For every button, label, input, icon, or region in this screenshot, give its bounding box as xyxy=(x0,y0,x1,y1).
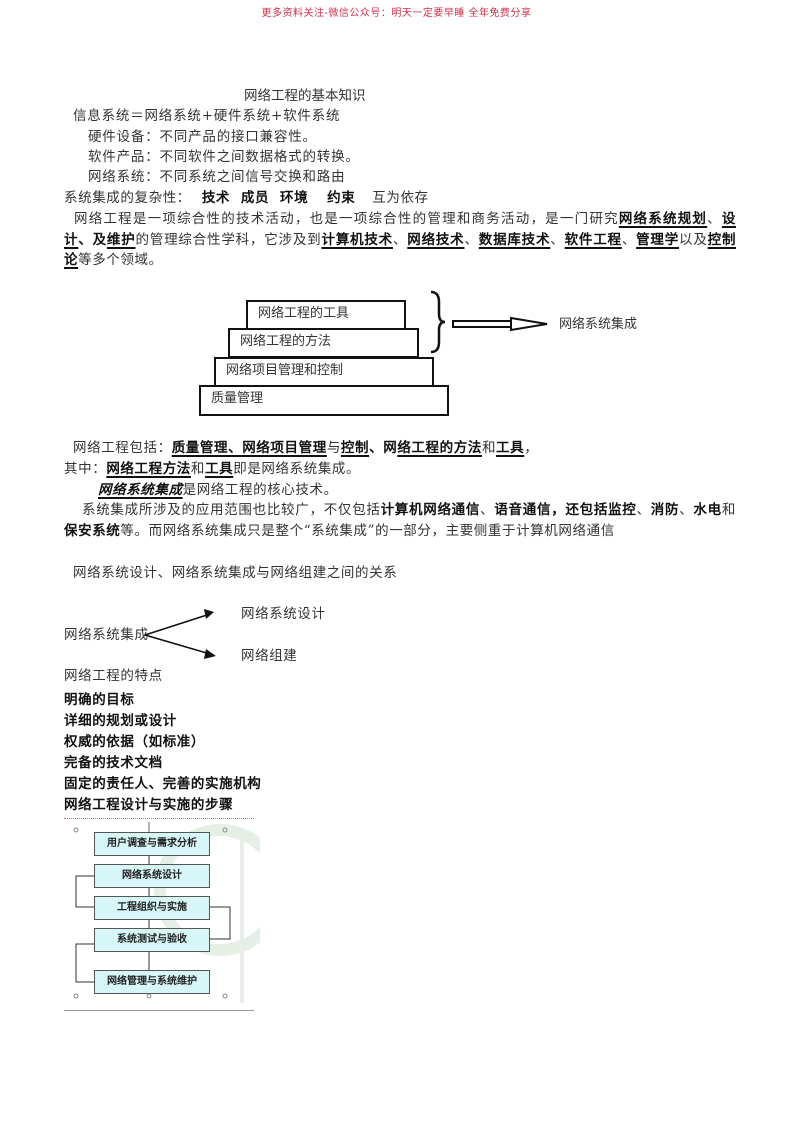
feature-item: 完备的技术文档 xyxy=(64,755,163,771)
flow-step-maintenance: 网络管理与系统维护 xyxy=(94,970,210,994)
relation-title: 网络系统设计、网络系统集成与网络组建之间的关系 xyxy=(73,565,398,581)
scope-paragraph: 系统集成所涉及的应用范围也比较广，不仅包括计算机网络通信、语音通信，还包括监控、… xyxy=(64,502,736,539)
formula-line: 信息系统＝网络系统+硬件系统+软件系统 xyxy=(73,108,341,124)
features-title: 网络工程的特点 xyxy=(64,668,163,684)
dotted-separator xyxy=(64,818,254,819)
keyword: 维护 xyxy=(106,231,136,248)
relation-target-design: 网络系统设计 xyxy=(241,606,326,622)
pyramid-layer-tools: 网络工程的工具 xyxy=(246,300,406,330)
flow-step-requirements: 用户调查与需求分析 xyxy=(94,832,210,856)
flow-step-implementation: 工程组织与实施 xyxy=(94,896,210,920)
complexity-item: 技术 xyxy=(201,190,231,206)
keyword: 数据库技术 xyxy=(478,231,551,248)
keyword: 软件工程 xyxy=(564,231,622,248)
keyword: 质量管理、网络项目管理 xyxy=(171,440,327,456)
branch-arrows-icon xyxy=(144,609,216,659)
network-line: 网络系统：不同系统之间信号交换和路由 xyxy=(88,169,346,185)
among-line: 其中：网络工程方法和工具即是网络系统集成。 xyxy=(64,461,361,477)
definition-paragraph: 网络工程是一项综合性的技术活动，也是一项综合性的管理和商务活动，是一门研究网络系… xyxy=(64,211,737,269)
keyword: 网络系统规划 xyxy=(618,211,708,227)
relation-target-build: 网络组建 xyxy=(241,648,298,664)
complexity-item: 成员 xyxy=(240,190,270,206)
complexity-label: 系统集成的复杂性： xyxy=(64,190,191,206)
keyword: 网络工程方法 xyxy=(106,461,191,477)
flowchart-bottom-line xyxy=(64,1010,254,1011)
flow-step-design: 网络系统设计 xyxy=(94,864,210,888)
includes-line: 网络工程包括：质量管理、网络项目管理与控制、网络工程的方法和工具， xyxy=(73,440,539,456)
flowchart-connectors-icon xyxy=(73,822,260,1003)
brace-arrow-icon xyxy=(430,290,548,354)
feature-item: 明确的目标 xyxy=(64,692,135,708)
keyword: 工具 xyxy=(496,440,525,456)
core-line: 网络系统集成是网络工程的核心技术。 xyxy=(98,482,338,498)
complexity-item: 约束 xyxy=(327,190,356,206)
keyword: 工具 xyxy=(205,461,234,477)
flow-step-testing: 系统测试与验收 xyxy=(94,928,210,952)
header-note: 更多资料关注-微信公众号：明天一定要早睡 全年免费分享 xyxy=(261,8,532,19)
keyword: 设计 xyxy=(64,211,737,248)
keyword: 网络系统集成 xyxy=(98,482,183,498)
complexity-line: 系统集成的复杂性： 技术 成员 环境 约束 互为依存 xyxy=(64,188,429,208)
keyword: 络工程的方法 xyxy=(397,440,482,456)
pyramid-layer-project-mgmt: 网络项目管理和控制 xyxy=(214,357,434,387)
keyword: 计算机技术 xyxy=(321,231,393,248)
relation-source: 网络系统集成 xyxy=(64,627,149,643)
keyword: 网络技术 xyxy=(407,231,465,248)
software-line: 软件产品：不同软件之间数据格式的转换。 xyxy=(88,149,360,165)
feature-item: 固定的责任人、完善的实施机构 xyxy=(64,776,262,792)
page-title: 网络工程的基本知识 xyxy=(244,88,366,104)
complexity-item: 环境 xyxy=(280,190,309,206)
keyword: 控制 xyxy=(340,440,370,456)
pyramid-layer-methods: 网络工程的方法 xyxy=(228,328,419,358)
feature-item: 网络工程设计与实施的步骤 xyxy=(64,797,234,813)
pyramid-result: 网络系统集成 xyxy=(559,317,638,332)
feature-item: 权威的依据（如标准） xyxy=(64,734,205,750)
keyword: 控制论 xyxy=(64,231,737,269)
feature-item: 详细的规划或设计 xyxy=(64,713,177,729)
pyramid-layer-quality: 质量管理 xyxy=(199,385,449,416)
keyword: 管理学 xyxy=(636,231,680,248)
hardware-line: 硬件设备：不同产品的接口兼容性。 xyxy=(88,129,317,145)
complexity-suffix: 互为依存 xyxy=(372,190,429,206)
